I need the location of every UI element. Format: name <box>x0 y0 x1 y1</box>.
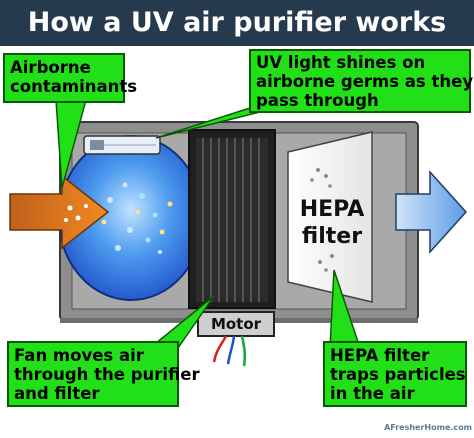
callout-uv-light <box>155 49 471 139</box>
callout-fan <box>7 295 215 407</box>
inflow-arrow-icon <box>9 174 110 250</box>
title-bar <box>0 0 474 46</box>
motor-label: Motor <box>210 315 262 333</box>
outflow-arrow-icon <box>395 170 468 254</box>
callout-airborne-text: Airborne contaminants <box>10 58 138 96</box>
callout-fan-text: Fan moves air through the purifier and f… <box>14 346 200 403</box>
fan-unit <box>188 129 276 309</box>
motor-box <box>197 311 275 337</box>
callout-airborne <box>3 53 125 189</box>
page-title: How a UV air purifier works <box>27 7 447 38</box>
wire-icon <box>212 335 247 367</box>
hepa-filter-label: HEPA filter <box>299 197 365 249</box>
hepa-filter <box>287 131 373 303</box>
callout-hepa-traps-text: HEPA filter traps particles in the air <box>330 346 466 403</box>
site-credit: AFresherHome.com <box>384 423 472 432</box>
callout-uv-light-text: UV light shines on airborne germs as the… <box>256 53 474 110</box>
callout-hepa-traps <box>323 269 467 407</box>
uv-lamp-icon <box>83 135 161 155</box>
